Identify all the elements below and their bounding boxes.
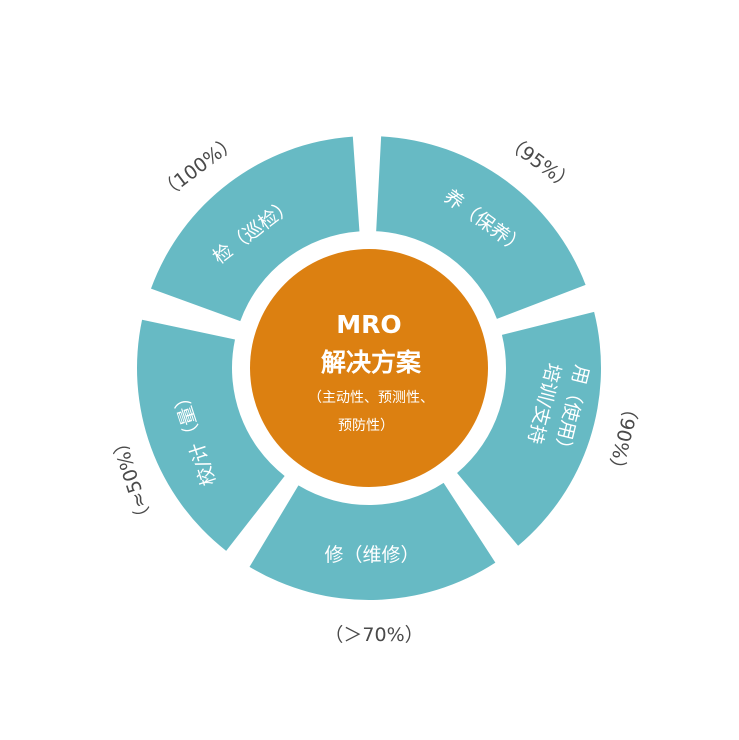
segment-maintain [376, 136, 586, 319]
percent-repair: （＞70%） [324, 624, 423, 646]
segment-inspect [150, 136, 360, 322]
segment-repair [249, 482, 496, 601]
center-circle [250, 249, 488, 487]
center-note-line2: 预防性） [338, 418, 394, 434]
segment-use [457, 311, 601, 546]
center-note-line1: （主动性、预测性、 [308, 390, 434, 406]
center-title: MRO [336, 310, 401, 339]
center-subtitle: 解决方案 [321, 348, 422, 377]
segment-calibrate [137, 319, 285, 551]
percent-use: （90%） [602, 397, 643, 480]
percent-calibrate: （≈50%） [107, 431, 158, 529]
segment-label-repair: 修（维修） [324, 544, 419, 566]
